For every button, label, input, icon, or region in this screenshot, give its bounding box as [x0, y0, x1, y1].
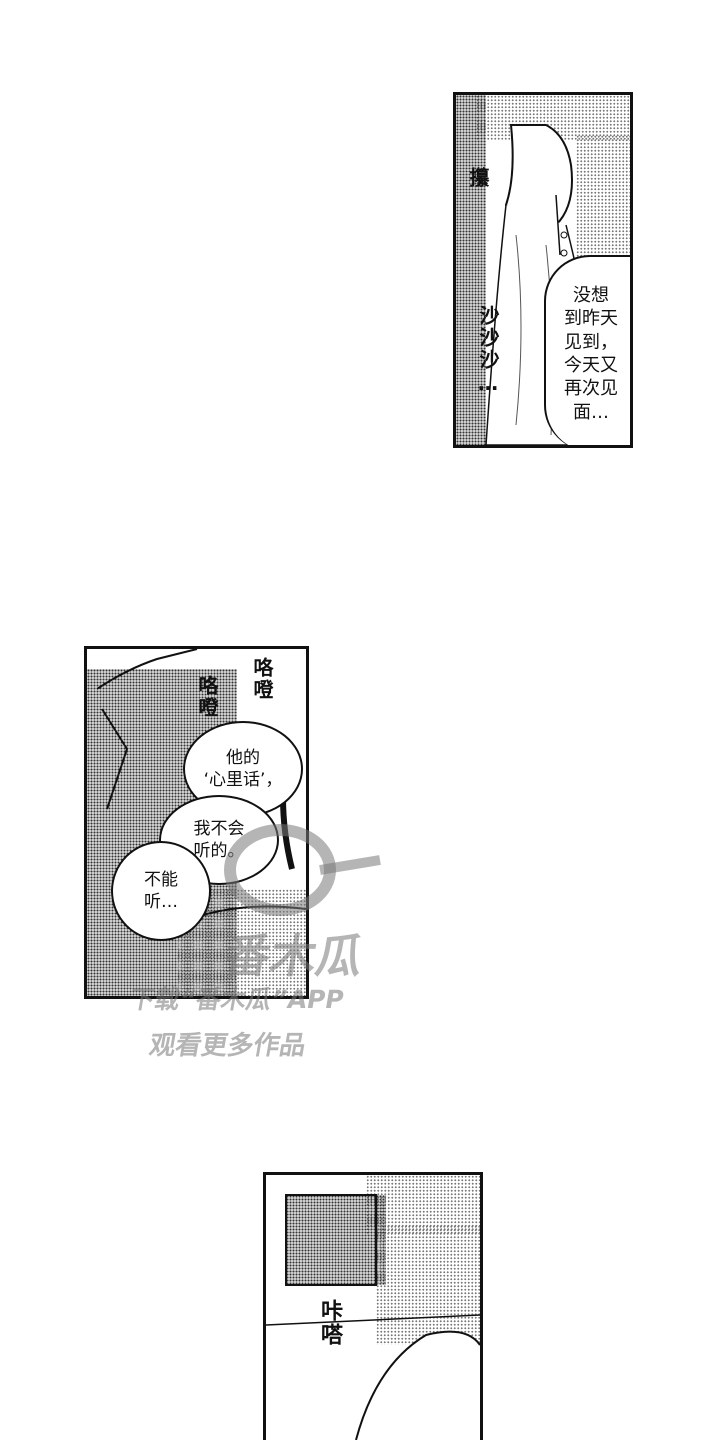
watermark: 番木瓜 下载“番木瓜”APP 观看更多作品	[127, 820, 430, 1080]
speech-bubble-cant-listen: 不能 听…	[111, 841, 211, 941]
speech-text-cant-listen: 不能 听…	[144, 869, 178, 912]
speech-text-inner-voice: 他的 ‘心里话’，	[203, 747, 283, 790]
sfx-rustle: 沙沙沙…	[476, 305, 500, 397]
comic-panel-1: 攥 沙沙沙… 没想 到昨天 见到， 今天又 再次见 面…	[453, 92, 633, 448]
panel-3-bag-tone	[286, 1195, 386, 1285]
panel-1-left-shadow	[456, 95, 486, 445]
comic-panel-2: 咯噔 咯噔 他的 ‘心里话’， 我不会 听的。 不能 听…	[84, 646, 309, 999]
panel-3-hand-bag-art	[266, 1194, 480, 1440]
watermark-papaya-logo-icon	[224, 824, 381, 916]
panel-3-leg-tone	[376, 1225, 480, 1345]
speech-bubble-meet-again: 没想 到昨天 见到， 今天又 再次见 面…	[544, 255, 630, 445]
sfx-grip: 攥	[466, 167, 490, 189]
watermark-line-2: 观看更多作品	[146, 1031, 309, 1061]
watermark-logo-text: 番木瓜	[219, 929, 368, 983]
sfx-click: 咔嗒	[317, 1299, 342, 1347]
sfx-thump-a: 咯噔	[250, 657, 274, 701]
sfx-thump-b: 咯噔	[195, 675, 219, 719]
watermark-line-1: 下载“番木瓜”APP	[127, 985, 347, 1014]
comic-panel-3: 咔嗒	[263, 1172, 483, 1440]
speech-text-meet-again: 没想 到昨天 见到， 今天又 再次见 面…	[564, 284, 618, 423]
